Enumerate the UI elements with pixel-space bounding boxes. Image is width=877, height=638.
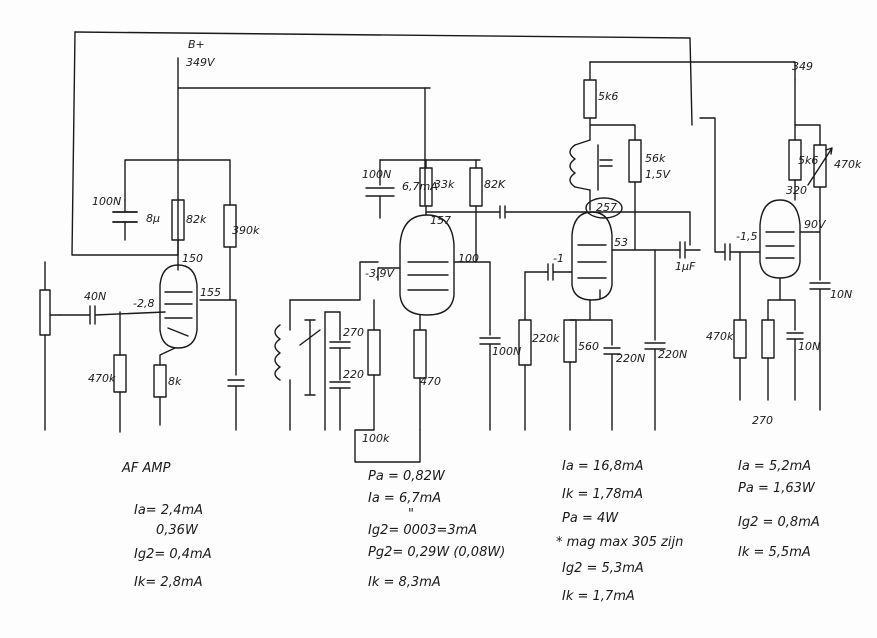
stage3-cap-screen: 220N bbox=[658, 348, 687, 361]
stage2: 100N 6,7mA 33k 82K 157 -3,9V 100 100N 27… bbox=[274, 159, 691, 590]
bypass-cap-100n bbox=[112, 211, 138, 223]
stage2-v-grid: -3,9V bbox=[365, 267, 395, 280]
stage1-v-screen: 155 bbox=[200, 286, 221, 299]
stage4-v-anode: 320 bbox=[786, 184, 807, 197]
stage2-ia: Ia = 6,7mA bbox=[368, 491, 441, 506]
stage1: B+ 349V 100N 8µ 82k 390k 150 155 -2,8 40… bbox=[39, 38, 260, 590]
stage4-v-grid: -1,5 bbox=[736, 230, 757, 243]
grid-resistor-470k bbox=[113, 354, 127, 393]
stage2-cap-screen: 100N bbox=[492, 345, 521, 358]
stage4-cap-cathode: 10N bbox=[798, 340, 820, 353]
stage2-pa: Pa = 0,82W bbox=[368, 469, 446, 484]
stage3-ia: Ia = 16,8mA bbox=[562, 459, 643, 474]
stage1-cap-extra: 8µ bbox=[146, 212, 160, 225]
stage1-title: AF AMP bbox=[121, 461, 171, 476]
stage3: 5k6 56k 1,5V 257 -1 53 220k 560 220N 220… bbox=[518, 79, 701, 604]
stage2-v-anode: 157 bbox=[430, 214, 451, 227]
tube-stage2 bbox=[399, 214, 455, 316]
bplus-label: B+ bbox=[188, 38, 205, 51]
stage1-r-anode: 82k bbox=[186, 213, 207, 226]
stage2-r-cathode-label: 470 bbox=[420, 375, 441, 388]
stage2-r-anode-label: 33k bbox=[434, 178, 455, 191]
stage2-ditto: " bbox=[408, 507, 414, 522]
stage3-r-grid-label: 220k bbox=[532, 332, 560, 345]
stage2-tank-c2: 220 bbox=[343, 368, 364, 381]
stage3-r-grid bbox=[518, 319, 532, 366]
stage2-r-grid-label: 100k bbox=[362, 432, 390, 445]
stage3-ik: Ik = 1,78mA bbox=[562, 487, 643, 502]
stage1-ia: Ia= 2,4mA bbox=[134, 503, 203, 518]
bplus-voltage: 349V bbox=[186, 56, 216, 69]
stage2-current-note: 6,7mA bbox=[402, 180, 438, 193]
stage2-v-screen: 100 bbox=[458, 252, 479, 265]
stage1-r-screen: 390k bbox=[232, 224, 260, 237]
stage1-ig2: Ig2= 0,4mA bbox=[134, 547, 212, 562]
stage1-pa: 0,36W bbox=[156, 523, 199, 538]
stage2-ik: Ik = 8,3mA bbox=[368, 575, 441, 590]
stage3-ig2: Ig2 = 5,3mA bbox=[562, 561, 644, 576]
stage4-ik: Ik = 5,5mA bbox=[738, 545, 811, 560]
stage3-v-screen: 1,5V bbox=[645, 168, 671, 181]
stage4-r-cathode bbox=[761, 319, 775, 359]
stage4-v-screen: 90V bbox=[804, 218, 827, 231]
stage1-ik: Ik= 2,8mA bbox=[134, 575, 203, 590]
stage1-v-anode: 150 bbox=[182, 252, 203, 265]
stage2-pg2: Pg2= 0,29W (0,08W) bbox=[368, 545, 505, 560]
stage1-cap-bypass: 100N bbox=[92, 195, 121, 208]
stage2-tank-c1: 270 bbox=[343, 326, 364, 339]
stage4-ig2: Ig2 = 0,8mA bbox=[738, 515, 820, 530]
stage2-r-screen bbox=[469, 167, 483, 207]
stage3-r-cathode-label: 560 bbox=[578, 340, 599, 353]
stage3-ik2: Ik = 1,7mA bbox=[562, 589, 635, 604]
cathode-resistor-8k bbox=[153, 364, 167, 398]
tube-stage3 bbox=[571, 211, 613, 301]
stage4-ia: Ia = 5,2mA bbox=[738, 459, 811, 474]
stage3-v-cathode: 53 bbox=[614, 236, 628, 249]
stage2-r-cathode bbox=[413, 329, 427, 379]
stage4-r-pot-label: 470k bbox=[834, 158, 862, 171]
stage3-note: * mag max 305 zijn bbox=[556, 535, 683, 550]
stage3-r-anode bbox=[583, 79, 597, 119]
stage2-cap-bypass bbox=[365, 159, 395, 219]
stage4-r-cathode-label: 270 bbox=[752, 414, 773, 427]
stage4-r-anode-label: 5k6 bbox=[798, 154, 818, 167]
stage4-pa: Pa = 1,63W bbox=[738, 481, 816, 496]
stage2-ig2: Ig2= 0003=3mA bbox=[368, 523, 477, 538]
stage1-r-grid: 470k bbox=[88, 372, 116, 385]
stage3-r-screen bbox=[628, 139, 642, 183]
stage1-v-grid: -2,8 bbox=[133, 297, 154, 310]
stage4: 349 5k6 470k 320 -1,5 90V 10N 470k 270 1… bbox=[699, 60, 862, 560]
stage4-r-grid-label: 470k bbox=[706, 330, 734, 343]
stage2-r-screen-label: 82K bbox=[484, 178, 506, 191]
supply-rails bbox=[71, 31, 796, 256]
tube-stage1 bbox=[159, 264, 198, 349]
stage3-anode-mark bbox=[585, 197, 623, 219]
stage2-r-grid bbox=[367, 329, 381, 376]
tube-stage4 bbox=[759, 199, 801, 279]
stage2-cap-bypass-label: 100N bbox=[362, 168, 391, 181]
supply-right-voltage: 349 bbox=[792, 60, 813, 73]
stage3-pa: Pa = 4W bbox=[562, 511, 619, 526]
stage4-cap-screen: 10N bbox=[830, 288, 852, 301]
stage3-r-anode-label: 5k6 bbox=[598, 90, 618, 103]
stage3-cap-out: 1µF bbox=[675, 260, 696, 273]
stage1-cap-coupling: 40N bbox=[84, 290, 106, 303]
stage3-v-grid: -1 bbox=[553, 252, 564, 265]
stage4-r-grid bbox=[733, 319, 747, 359]
stage1-r-cathode: 8k bbox=[168, 375, 182, 388]
stage3-r-cathode bbox=[563, 319, 577, 363]
stage3-r-screen-label: 56k bbox=[645, 152, 666, 165]
input-pot bbox=[39, 289, 51, 336]
coupling-cap-40n bbox=[89, 305, 96, 325]
stage3-v-anode: 257 bbox=[596, 201, 617, 214]
stage3-cap-cathode: 220N bbox=[616, 352, 645, 365]
